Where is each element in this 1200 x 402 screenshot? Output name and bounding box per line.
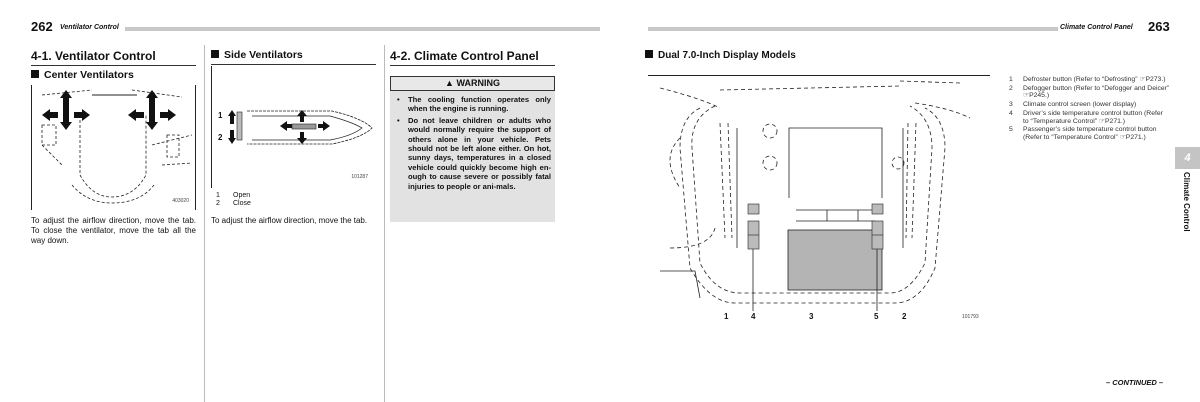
- callout-4: 4: [751, 312, 756, 321]
- figure-code: 403020: [172, 198, 189, 204]
- chapter-label: Climate Control: [1182, 172, 1191, 232]
- header-rule: [125, 27, 600, 31]
- warning-item: The cooling function operates only when …: [392, 95, 551, 114]
- continued-label: – CONTINUED –: [1106, 378, 1164, 387]
- callout-3: 3: [809, 312, 814, 321]
- figure-rule: [648, 75, 990, 76]
- callout-5: 5: [874, 312, 879, 321]
- callout-1: 1: [218, 111, 223, 120]
- page-number: 263: [1148, 19, 1170, 34]
- climate-panel-figure: 1 4 3 5 2 101793: [659, 78, 990, 323]
- side-ventilators-figure: 1 2 101287: [211, 66, 376, 188]
- page-number: 262: [31, 19, 53, 34]
- center-ventilators-title: Center Ventilators: [31, 69, 134, 81]
- center-ventilators-text: To adjust the airflow direction, move th…: [31, 216, 196, 245]
- warning-box: ▲ WARNING The cooling function operates …: [390, 76, 555, 222]
- callout-1: 1: [724, 312, 729, 321]
- dual-display-title: Dual 7.0-Inch Display Models: [645, 50, 796, 61]
- center-ventilators-figure: 403020: [31, 85, 196, 210]
- warning-icon: ▲: [445, 78, 457, 88]
- warning-header: ▲ WARNING: [390, 76, 555, 91]
- side-ventilators-title: Side Ventilators: [211, 49, 376, 65]
- header-rule: [648, 27, 1058, 31]
- section-header: Climate Control Panel: [1060, 24, 1133, 31]
- section-header: Ventilator Control: [60, 24, 119, 31]
- column-divider: [384, 45, 385, 402]
- heading-4-2: 4-2. Climate Control Panel: [390, 49, 555, 66]
- side-ventilators-text: To adjust the airflow direction, move th…: [211, 216, 368, 225]
- column-divider: [204, 45, 205, 402]
- figure-code: 101793: [962, 314, 979, 320]
- chapter-tab[interactable]: 4: [1175, 147, 1200, 169]
- callout-2: 2: [218, 133, 223, 142]
- heading-4-1: 4-1. Ventilator Control: [31, 49, 196, 66]
- figure-code: 101287: [351, 174, 368, 180]
- warning-item: Do not leave children or adults who woul…: [392, 116, 551, 191]
- callout-2: 2: [902, 312, 907, 321]
